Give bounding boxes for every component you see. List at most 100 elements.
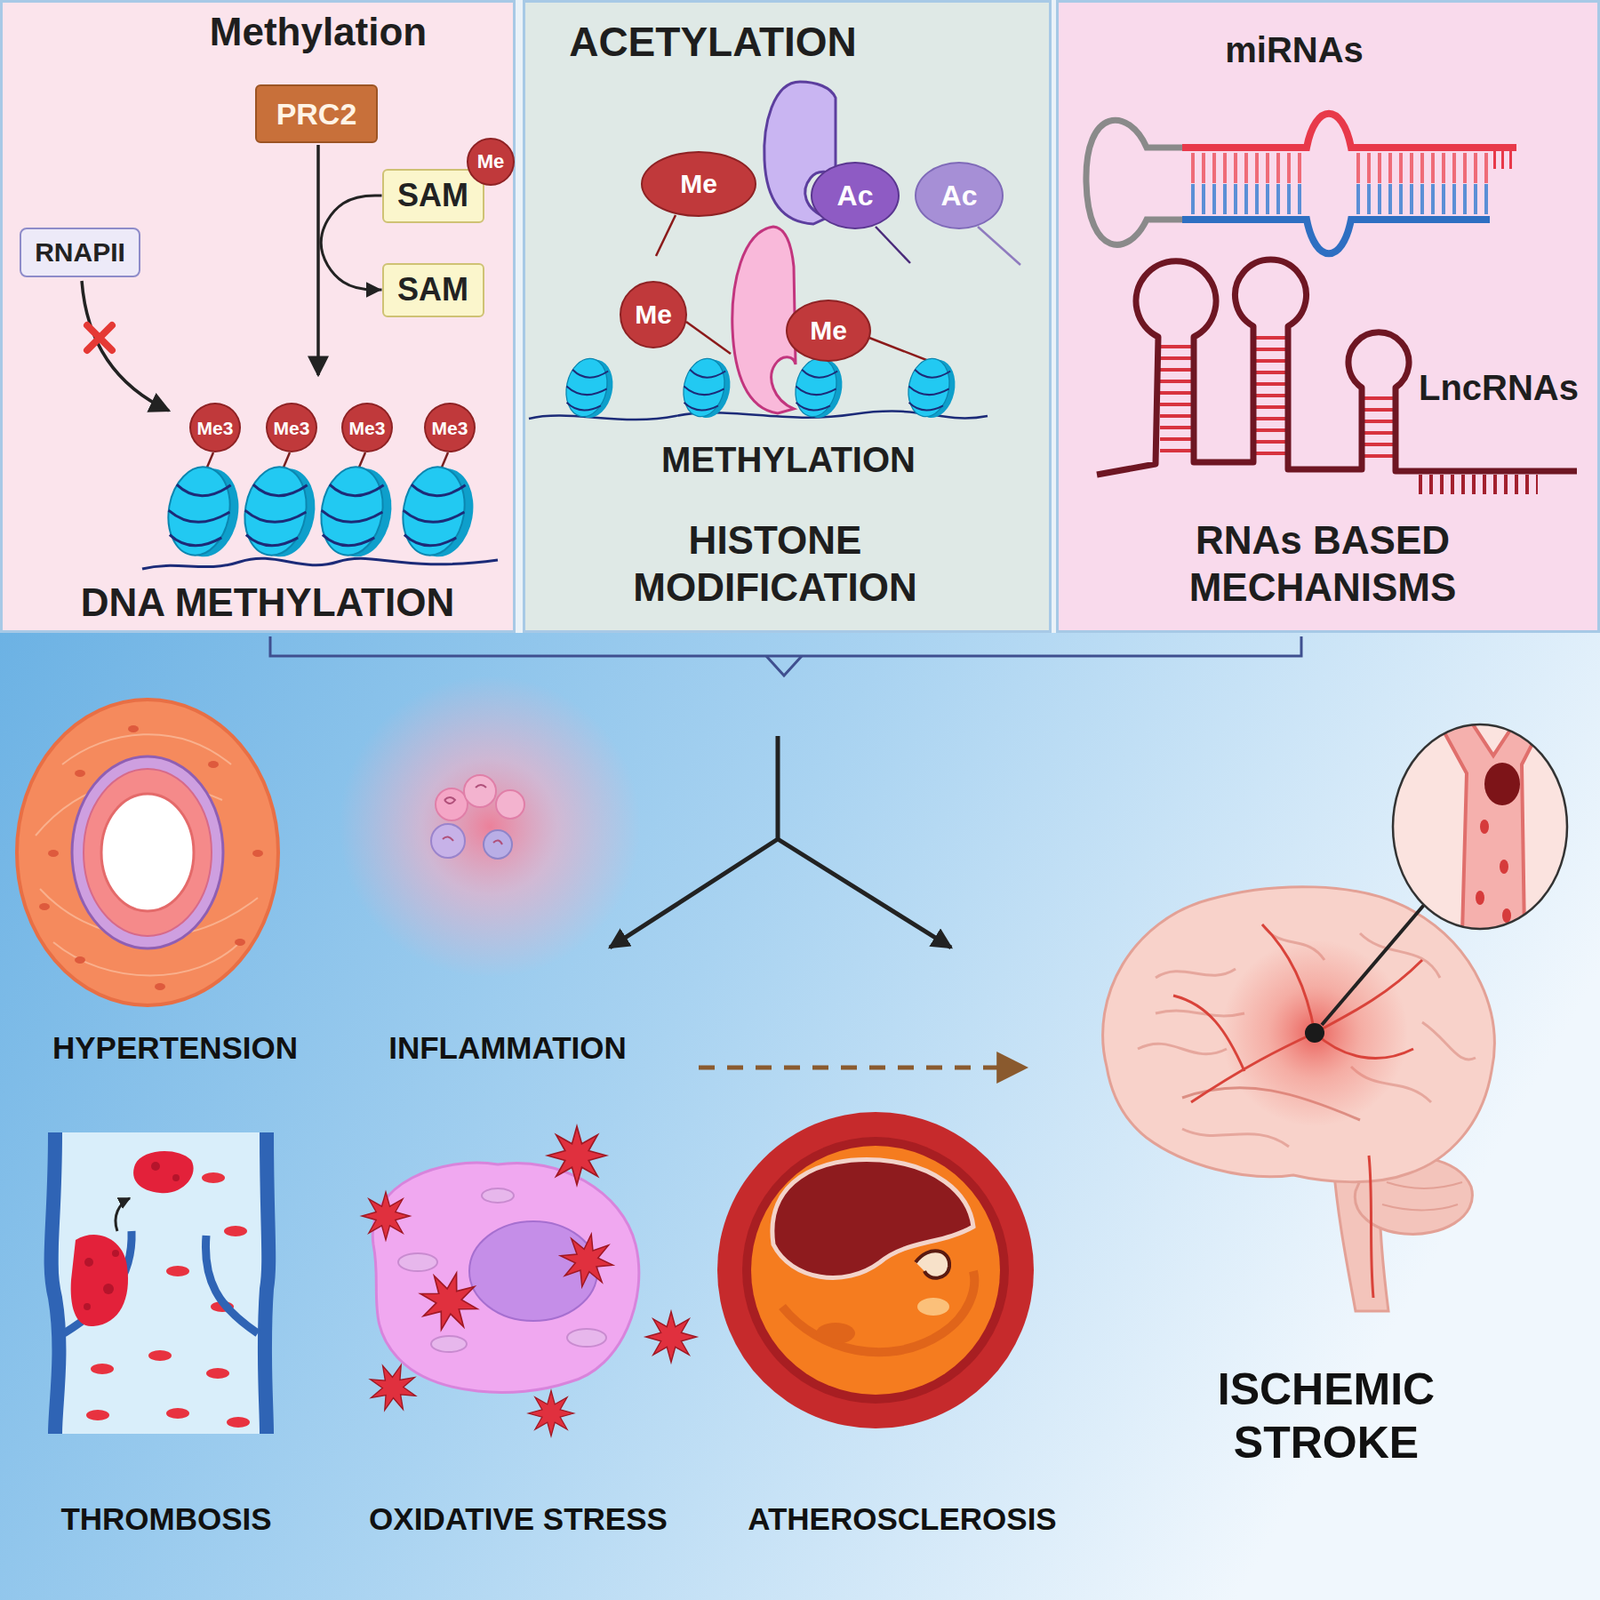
brain [1221,939,1408,1127]
bracket [270,636,1302,656]
methyl-mark: Me [619,280,688,349]
magnified-vessel [1386,720,1574,934]
vein-thrombus [201,1172,225,1184]
brain [1304,1023,1325,1043]
nucleosome [678,354,736,422]
immune-cells [442,784,503,845]
plaque-artery [915,1250,950,1279]
vein-thrombus [172,1174,180,1182]
bracket [270,636,1302,676]
vein-thrombus [64,1231,132,1334]
cofactor-box: SAM [382,168,485,224]
vein-thrombus [115,1198,130,1232]
panel-title: HISTONE MODIFICATION [570,517,980,612]
magnified-vessel [1480,819,1489,834]
immune-cells [431,824,465,858]
acetyl-mark-text: Ac [941,181,978,210]
vein-thrombus [264,1132,269,1434]
vein-thrombus [166,1265,190,1277]
nucleosome [903,354,960,422]
vein-thrombus [133,1151,194,1193]
artery-section [35,734,258,976]
mark-stick [656,215,1021,363]
branch-arrow [609,736,952,948]
dashed-arrow [698,1067,1023,1069]
dna-strand [142,558,498,569]
prc2-arrow [318,144,320,376]
panel-heading: ACETYLATION [535,17,891,67]
ros-burst [361,1192,410,1240]
mirna-hairpin [1086,113,1517,255]
vein-thrombus [84,1257,94,1267]
plaque-artery [782,1271,975,1352]
cycle-arrow [320,195,382,290]
rna-panel: miRNAsLncRNAsRNAs BASED MECHANISMS [1056,0,1600,633]
condition-label: OXIDATIVE STRESS [331,1500,705,1538]
acetyl-mark: Ac [810,161,900,230]
brain [1103,887,1496,1183]
vein-thrombus [148,1350,172,1361]
methyl-circle-text: Me [477,152,505,172]
trimethyl-circle-text: Me3 [349,418,386,438]
ros-burst [361,1126,697,1437]
cofactor-box-text: SAM [397,179,469,212]
artery-section [83,768,212,936]
vein-thrombus [151,1161,180,1182]
blocked-arrow [81,280,169,411]
magnified-vessel [1386,720,1574,934]
immune-cells [338,675,641,978]
lncrna-structure [1363,396,1394,463]
stressed-cell [372,1162,640,1392]
immune-cells [338,675,641,978]
immune-cells [496,790,525,819]
plaque-artery [917,1297,950,1316]
condition-label: THROMBOSIS [6,1500,327,1538]
ros-burst [555,1229,618,1292]
artery-section [234,938,246,946]
nucleosome [314,462,399,562]
bracket [766,656,802,676]
stressed-cell [372,1162,640,1392]
vein-thrombus [103,1283,114,1295]
vein-thrombus [58,1132,267,1434]
enzyme-box: PRC2 [255,84,378,144]
methyl-mark: Me [640,151,757,217]
nucleosome [238,462,322,562]
brain [1103,887,1496,1312]
condition-label: HYPERTENSION [6,1029,344,1067]
artery-section [208,760,219,768]
dashed-arrow [698,1065,1023,1071]
brain [1382,1182,1463,1210]
artery-section [16,699,279,1006]
panel-fill [522,0,1052,633]
magnified-vessel [1484,762,1520,806]
mark-stick [869,337,934,363]
nucleosome [790,354,848,422]
branch-arrow [777,839,952,948]
vein-thrombus [83,1249,120,1311]
condition-label: ATHEROSCLEROSIS [715,1500,1089,1538]
artery-section [74,769,86,777]
vein-thrombus [151,1161,160,1171]
methyl-stick [206,452,448,470]
magnified-vessel [1471,721,1516,756]
artery-section [101,793,194,912]
mark-stick [875,226,911,264]
prc2-arrow [316,144,320,376]
process-label: METHYLATION [628,438,949,481]
structure-label: LncRNAs [1409,366,1588,409]
artery-section [72,756,224,949]
methyl-mark-text: Me [634,301,672,328]
artery-section [252,849,264,857]
ros-burst [413,1265,486,1338]
dna-strand [142,558,498,569]
acetyl-mark-text: Ac [837,181,874,210]
artery-section [154,983,166,991]
plaque-artery [742,1136,1009,1404]
nucleosome [560,354,618,422]
methyl-mark: Me [785,299,872,362]
blocked-arrow [81,280,169,411]
ros-burst [528,1391,575,1437]
